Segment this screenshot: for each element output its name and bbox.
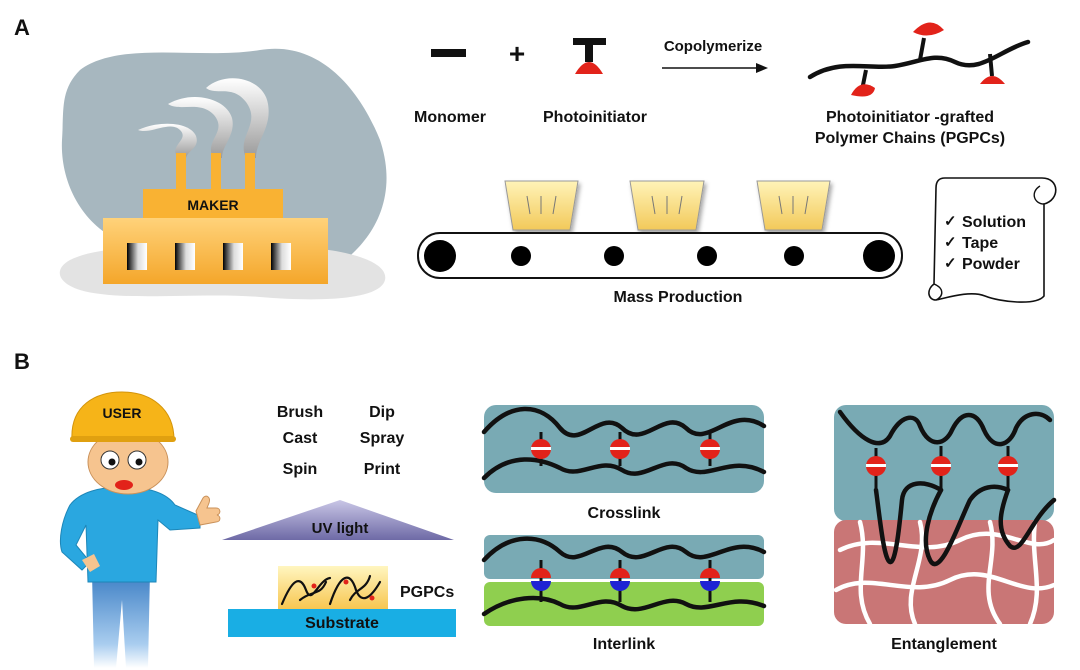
product-forms-scroll: ✓ Solution ✓ Tape ✓ Powder [928,177,1057,303]
uv-light-label: UV light [312,520,369,537]
user-helmet-label: USER [103,405,142,421]
panel-label-a: A [14,15,30,40]
monomer-symbol [431,49,466,57]
uv-light: UV light [222,500,454,540]
mouth [115,480,133,490]
hand [82,554,100,572]
maker-label: MAKER [187,197,238,213]
chimney [245,153,255,191]
method-label: Spray [360,430,405,447]
helmet-brim [70,436,176,442]
smoke [138,78,269,158]
check-mark: ✓ [944,234,957,251]
pgpc-label-line2: Polymer Chains (PGPCs) [815,130,1005,147]
method-label: Print [364,461,401,478]
chimney [211,153,221,191]
copolymerize-label: Copolymerize [664,38,762,55]
crosslink-label: Crosslink [588,505,661,522]
method-label: Spin [283,461,318,478]
entanglement-bottom-layer [834,520,1054,624]
form-item: Powder [962,256,1020,273]
factory-window [175,243,195,270]
substrate [228,609,456,637]
monomer-label: Monomer [414,109,486,126]
photoinitiator-label: Photoinitiator [543,109,647,126]
method-label: Cast [283,430,318,447]
form-item: Tape [962,235,998,252]
pupil [135,458,143,466]
factory: MAKER [59,48,387,300]
conveyor-belt [417,232,903,279]
factory-sign [143,189,283,219]
photoinitiator-symbol [573,38,606,74]
roller [424,240,456,272]
entanglement-label: Entanglement [891,636,997,653]
product-box [629,180,705,231]
hand [195,495,221,526]
panel-label-b: B [14,349,30,374]
pgpc-chain [807,22,1031,97]
pgpc-film [278,566,388,610]
roller [604,246,624,266]
factory-window [271,243,291,270]
form-item: Solution [962,214,1026,231]
helmet [71,391,175,441]
roller [511,246,531,266]
roller [863,240,895,272]
roller [784,246,804,266]
copolymerize-arrow [662,63,768,73]
pants [92,572,150,668]
check-mark: ✓ [944,213,957,230]
reaction-scheme: + Monomer Photoinitiator Copolymerize Ph… [414,22,1031,147]
check-mark: ✓ [944,255,957,272]
substrate-label: Substrate [305,615,379,632]
entanglement-diagram: Entanglement [833,405,1057,653]
crosslink-diagram: Crosslink [481,405,767,522]
factory-window [223,243,243,270]
conveyor: Mass Production [417,180,903,306]
chimney [176,153,186,191]
method-label: Dip [369,404,395,421]
pgpc-label-line1: Photoinitiator -grafted [826,109,994,126]
coating-methods: Brush Dip Cast Spray Spin Print [277,404,404,478]
roller [697,246,717,266]
method-label: Brush [277,404,323,421]
interlink-bottom-layer [484,582,764,626]
interlink-diagram: Interlink [481,535,767,653]
product-box [756,180,831,231]
pupil [108,458,116,466]
product-box [504,180,579,231]
interlink-label: Interlink [593,636,655,653]
pgpcs-label: PGPCs [400,584,454,601]
coated-substrate: PGPCs Substrate [228,566,456,637]
plus-sign: + [509,38,525,69]
shirt [59,486,201,583]
mass-production-label: Mass Production [614,289,743,306]
user-character: USER [59,391,221,668]
factory-window [127,243,147,270]
